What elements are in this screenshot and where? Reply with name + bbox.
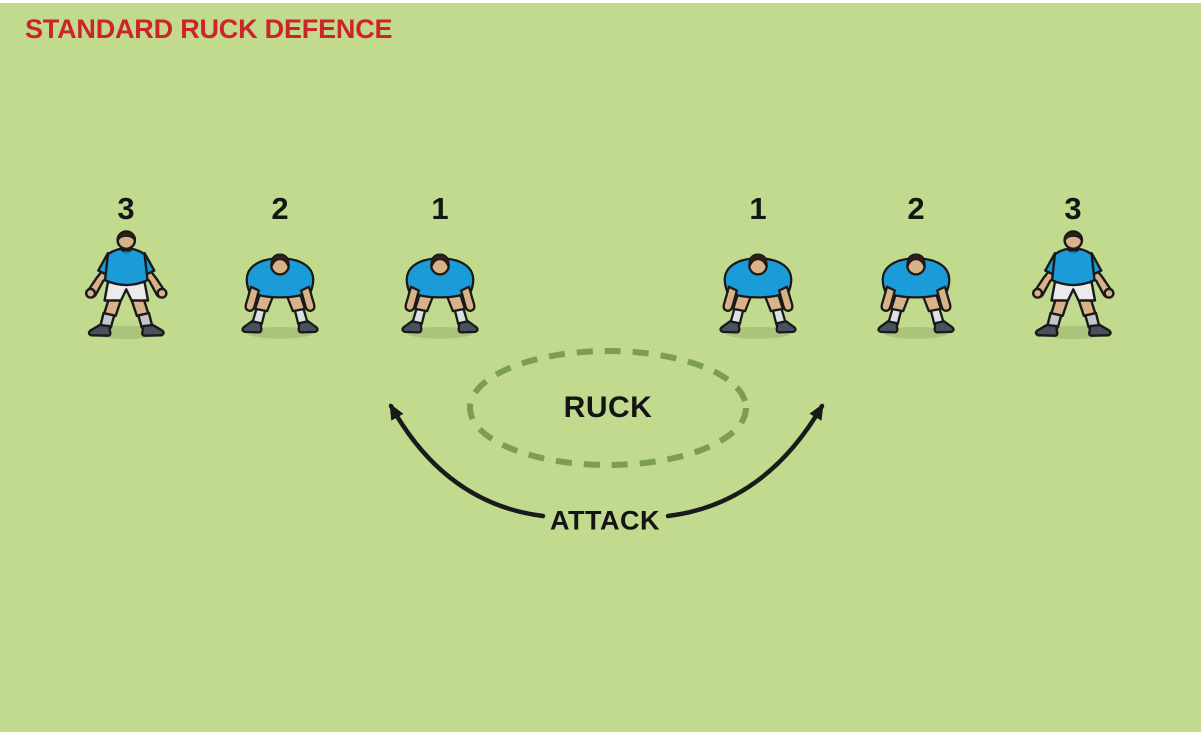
player-number: 1 xyxy=(749,191,767,226)
player-pose-upright xyxy=(86,231,166,339)
player-pose-crouched xyxy=(878,254,953,339)
player-pose-upright xyxy=(1033,231,1113,339)
player-pose-crouched xyxy=(720,254,795,339)
player-figure xyxy=(78,230,175,342)
player-pose-crouched xyxy=(242,254,317,339)
attack-label: ATTACK xyxy=(550,505,660,536)
player-number: 2 xyxy=(907,191,925,226)
top-border xyxy=(0,0,1201,3)
player-figure xyxy=(870,250,962,342)
player-number: 3 xyxy=(1064,191,1082,226)
player-figure xyxy=(712,250,804,342)
player-pose-crouched xyxy=(402,254,477,339)
attack-arrow-left xyxy=(388,403,546,519)
player-left-3: 3 xyxy=(66,192,186,342)
diagram-title: STANDARD RUCK DEFENCE xyxy=(25,14,393,44)
player-number: 3 xyxy=(117,191,135,226)
player-figure xyxy=(234,250,326,342)
player-left-2: 2 xyxy=(220,192,340,342)
player-number: 2 xyxy=(271,191,289,226)
player-figure xyxy=(394,250,486,342)
player-right-1: 1 xyxy=(698,192,818,342)
player-number: 1 xyxy=(431,191,449,226)
player-right-3: 3 xyxy=(1013,192,1133,342)
player-figure xyxy=(1025,230,1122,342)
player-left-1: 1 xyxy=(380,192,500,342)
attack-arrow-right xyxy=(665,403,825,519)
bottom-border xyxy=(0,732,1201,735)
player-right-2: 2 xyxy=(856,192,976,342)
ruck-label: RUCK xyxy=(563,391,653,424)
